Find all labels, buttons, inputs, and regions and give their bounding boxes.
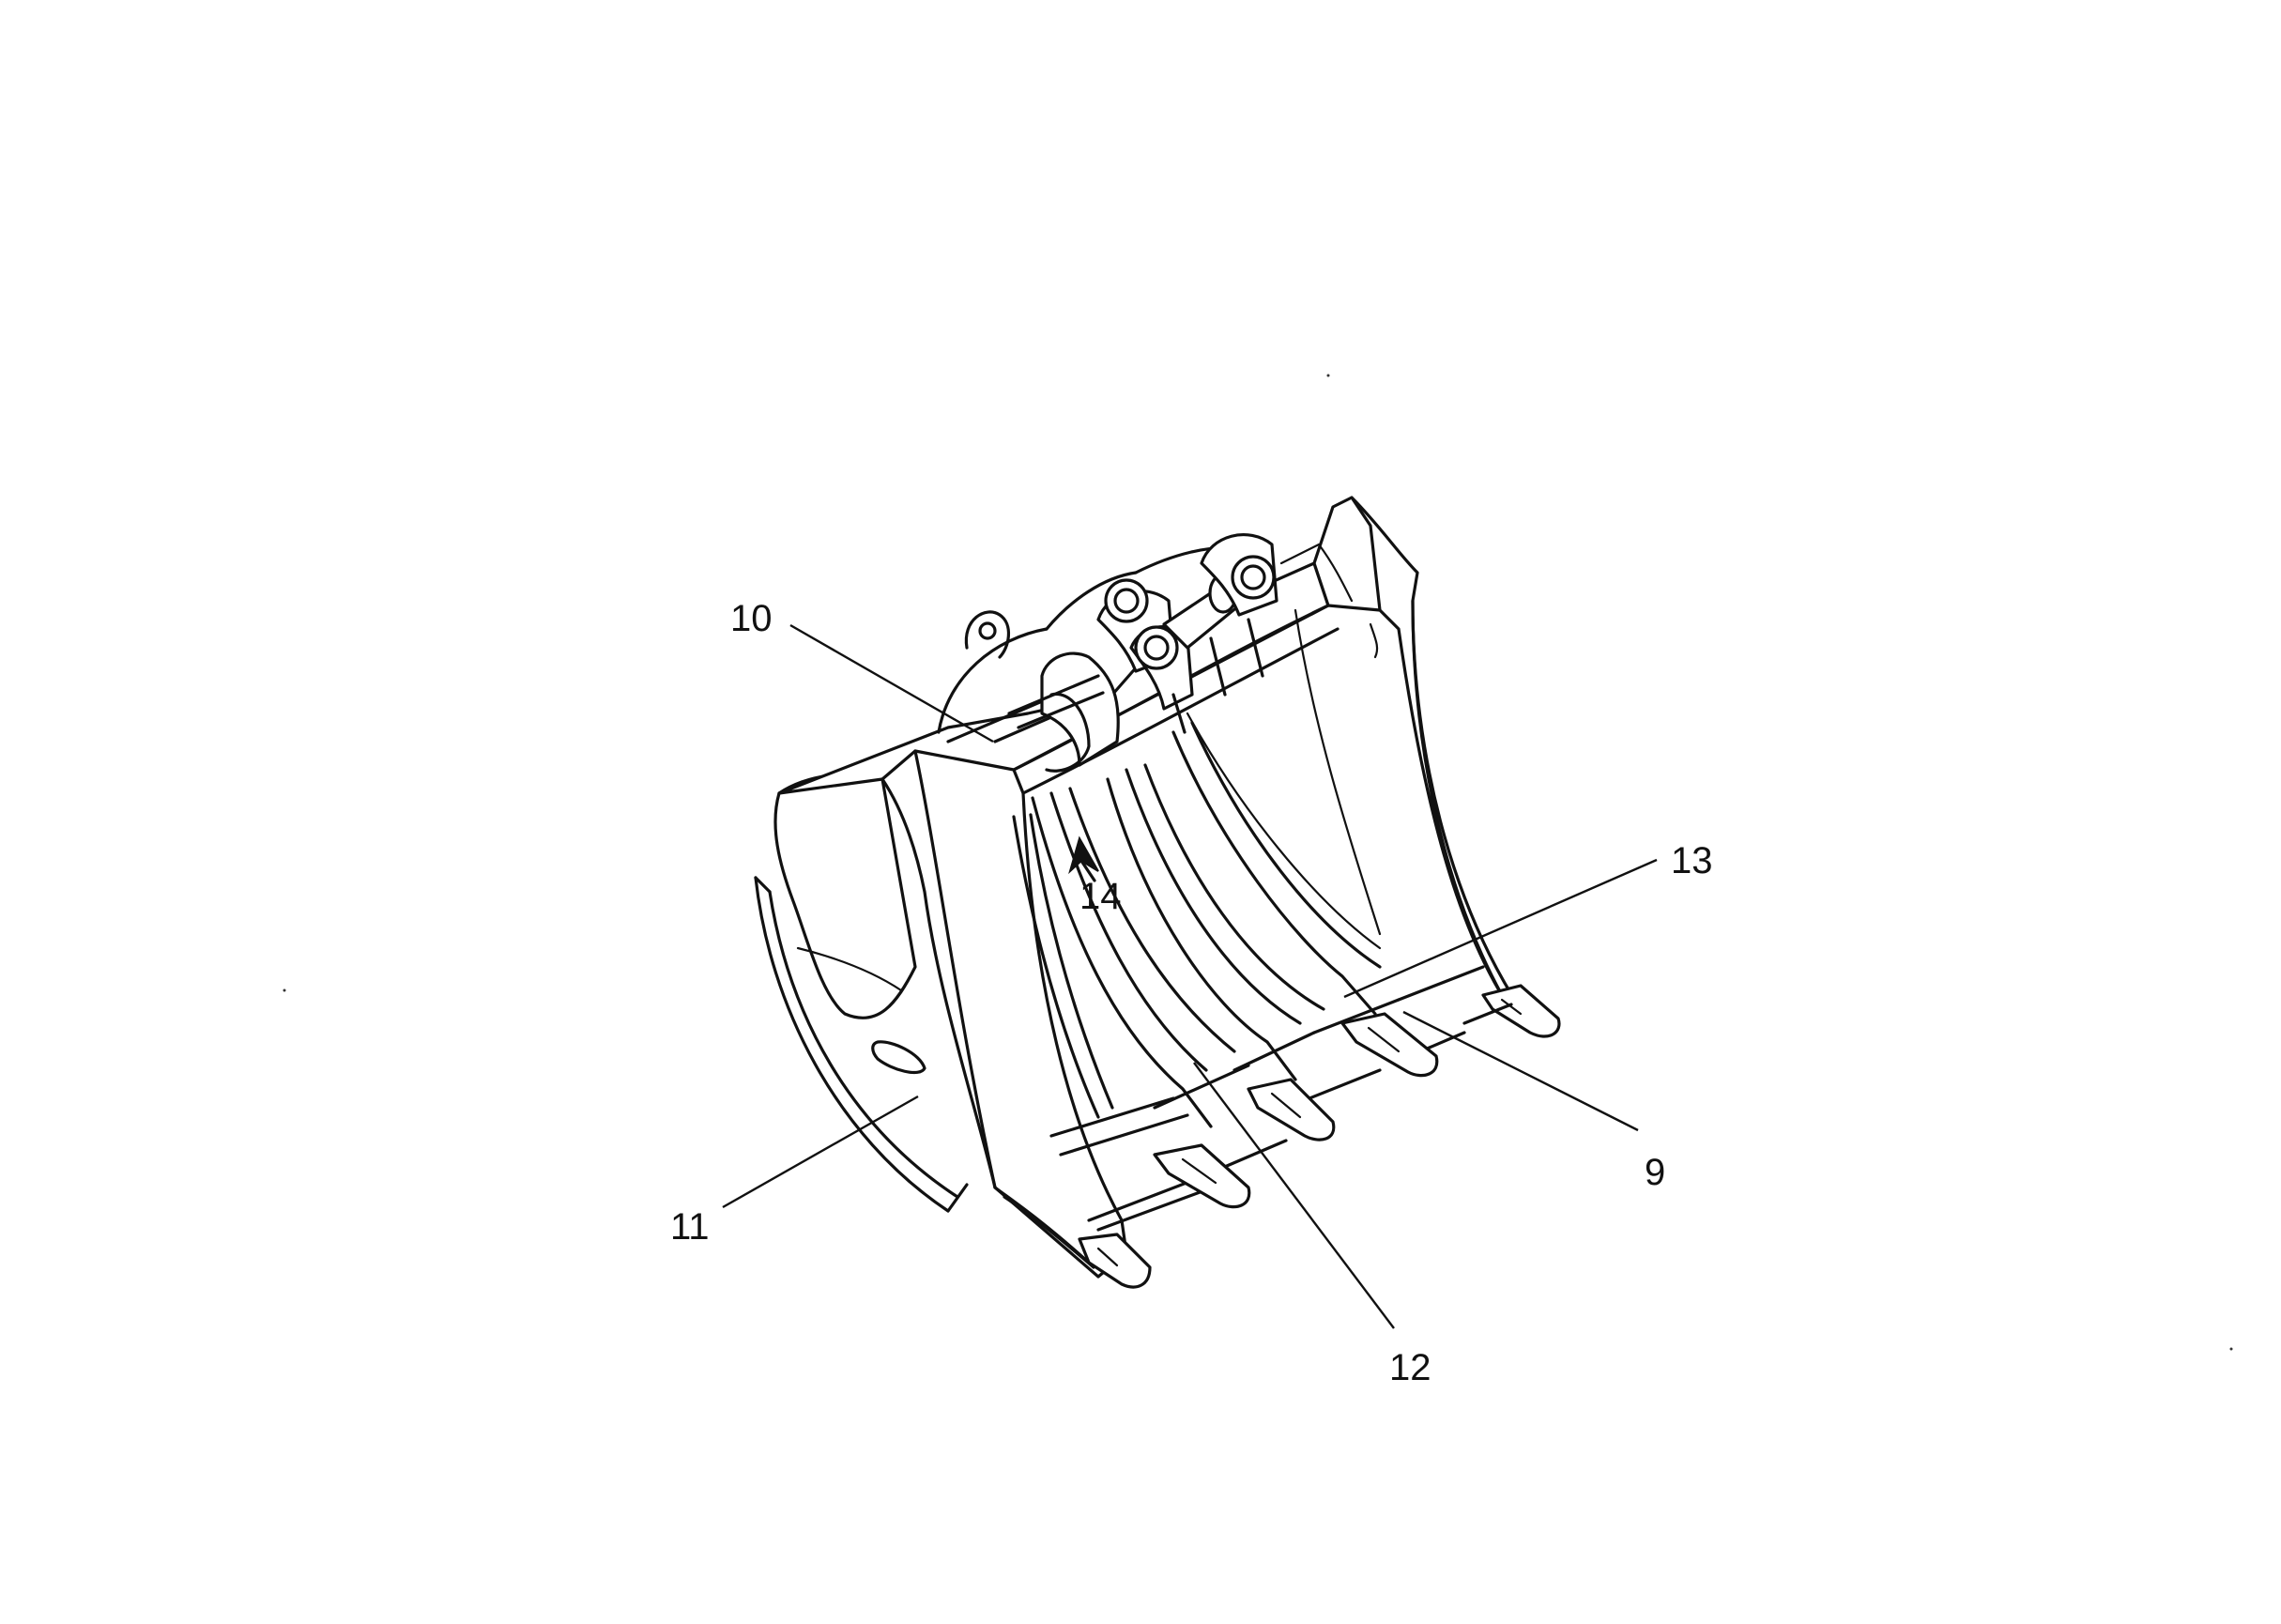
leader-lines	[722, 623, 1658, 1329]
callout-14: 14	[1079, 876, 1122, 917]
leader-11	[722, 1095, 919, 1209]
leader-10	[789, 623, 994, 743]
callout-12: 12	[1389, 1347, 1431, 1388]
scan-specks	[283, 374, 2233, 1351]
leader-13	[1343, 858, 1658, 999]
leader-12	[1193, 1062, 1395, 1329]
callout-labels: 10 11 12 13 9 14	[670, 598, 1713, 1388]
callout-9: 9	[1645, 1152, 1665, 1193]
bucket-drawing	[754, 496, 1561, 1289]
left-side-plate	[880, 749, 1128, 1279]
callout-10: 10	[730, 598, 773, 639]
left-shell	[754, 773, 969, 1213]
middle-teeth	[1153, 1012, 1439, 1209]
leader-9	[1402, 1010, 1639, 1132]
arrow-14	[1068, 835, 1099, 882]
tine-ribs	[1012, 608, 1382, 1128]
lifting-eye	[964, 610, 1010, 659]
callout-13: 13	[1671, 840, 1713, 881]
right-tooth	[1481, 984, 1561, 1038]
callout-11: 11	[670, 1206, 710, 1248]
right-side-plate	[1279, 496, 1527, 1025]
left-tooth	[1078, 1233, 1152, 1289]
mounting-lugs	[1007, 533, 1278, 773]
